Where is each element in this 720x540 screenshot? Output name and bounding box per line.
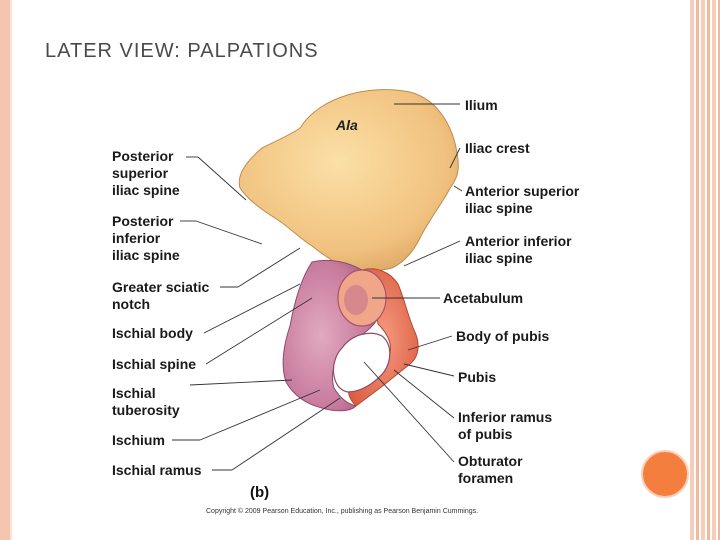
label-line: iliac spine xyxy=(465,250,533,266)
label-pubis: Pubis xyxy=(458,369,496,385)
label-line: superior xyxy=(112,165,169,181)
label-line: Obturator xyxy=(458,453,523,469)
label-ischial-ramus: Ischial ramus xyxy=(112,462,202,478)
left-border-decoration xyxy=(0,0,10,540)
label-line: Ischial spine xyxy=(112,356,196,372)
label-line: Ilium xyxy=(465,97,498,113)
label-line: tuberosity xyxy=(112,402,180,418)
label-iliac-crest: Iliac crest xyxy=(465,140,530,156)
label-line: Anterior inferior xyxy=(465,233,572,249)
label-ischial-body: Ischial body xyxy=(112,325,193,341)
label-anterior-superior-iliac-spine: Anterior superior iliac spine xyxy=(465,183,583,216)
label-line: iliac spine xyxy=(112,182,180,198)
label-inferior-ramus-of-pubis: Inferior ramus of pubis xyxy=(458,409,556,442)
label-line: Anterior superior xyxy=(465,183,580,199)
left-border-highlight xyxy=(10,0,12,540)
label-line: Iliac crest xyxy=(465,140,530,156)
label-posterior-inferior-iliac-spine: Posterior inferior iliac spine xyxy=(112,213,180,263)
label-posterior-superior-iliac-spine: Posterior superior iliac spine xyxy=(112,148,180,198)
right-labels: Ilium Iliac crest Anterior superior ilia… xyxy=(443,97,583,486)
label-line: iliac spine xyxy=(465,200,533,216)
label-ischial-tuberosity: Ischial tuberosity xyxy=(112,385,180,418)
label-line: Ischium xyxy=(112,432,165,448)
label-line: Ischial xyxy=(112,385,156,401)
label-ilium: Ilium xyxy=(465,97,498,113)
label-line: Posterior xyxy=(112,213,174,229)
label-ischium: Ischium xyxy=(112,432,165,448)
slide-title: LATER VIEW: PALPATIONS xyxy=(45,40,319,62)
copyright-text: Copyright © 2009 Pearson Education, Inc.… xyxy=(206,507,478,515)
label-line: Inferior ramus xyxy=(458,409,552,425)
label-body-of-pubis: Body of pubis xyxy=(456,328,550,344)
label-line: notch xyxy=(112,296,150,312)
label-line: Body of pubis xyxy=(456,328,550,344)
ala-label: Ala xyxy=(335,117,358,133)
label-line: foramen xyxy=(458,470,513,486)
hip-bone-diagram: Ala Posterior superior iliac spine Poste… xyxy=(112,89,583,515)
label-line: inferior xyxy=(112,230,161,246)
label-line: Ischial ramus xyxy=(112,462,202,478)
panel-label: (b) xyxy=(250,484,269,501)
label-line: iliac spine xyxy=(112,247,180,263)
obturator-foramen-shape xyxy=(332,332,391,393)
right-leader-lines xyxy=(363,103,463,463)
label-line: Pubis xyxy=(458,369,496,385)
right-border-decoration xyxy=(690,0,720,540)
label-line: Greater sciatic xyxy=(112,279,209,295)
label-obturator-foramen: Obturator foramen xyxy=(458,453,526,486)
label-acetabulum: Acetabulum xyxy=(443,290,523,306)
pubis-shape xyxy=(347,268,419,407)
acetabulum-fossa xyxy=(344,285,368,315)
label-line: Acetabulum xyxy=(443,290,523,306)
label-line: of pubis xyxy=(458,426,513,442)
accent-circle xyxy=(641,450,689,498)
label-line: Posterior xyxy=(112,148,174,164)
label-ischial-spine: Ischial spine xyxy=(112,356,196,372)
ilium-shape xyxy=(238,89,459,271)
left-labels: Posterior superior iliac spine Posterior… xyxy=(112,148,213,478)
left-leader-lines xyxy=(172,156,341,471)
label-greater-sciatic-notch: Greater sciatic notch xyxy=(112,279,213,312)
label-line: Ischial body xyxy=(112,325,193,341)
label-anterior-inferior-iliac-spine: Anterior inferior iliac spine xyxy=(465,233,575,266)
